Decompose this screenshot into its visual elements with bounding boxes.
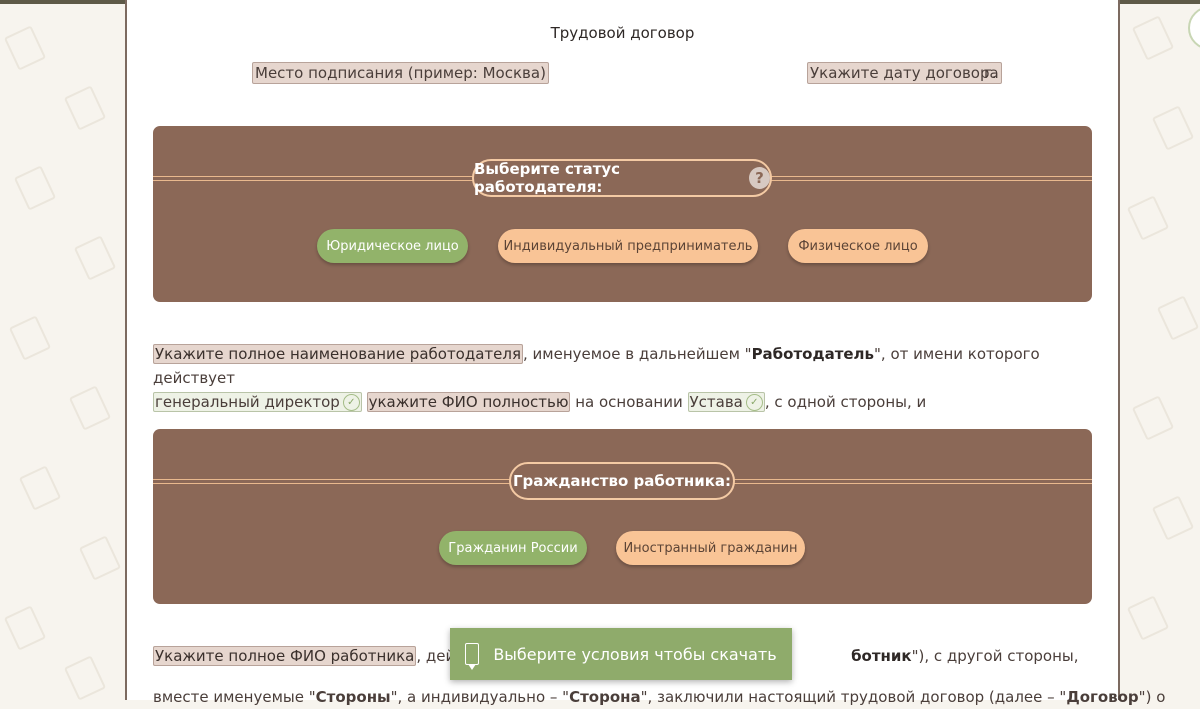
parties-text-4: ") о [1138, 688, 1166, 706]
check-icon: ✓ [745, 394, 763, 411]
parties-paragraph: вместе именуемые "Стороны", а индивидуал… [153, 685, 1165, 709]
contract-date-field[interactable]: Укажите дату договора [807, 62, 1002, 84]
check-icon: ✓ [342, 394, 360, 411]
date-suffix: г. [984, 64, 997, 82]
position-field-text: генеральный директор [155, 393, 340, 411]
basis-field-text: Устава [689, 393, 743, 411]
download-button[interactable]: Выберите условия чтобы скачать [450, 628, 792, 680]
worker-word: ботник [851, 647, 912, 665]
employer-text-4: , с одной стороны, и [764, 393, 927, 411]
director-fio-field[interactable]: укажите ФИО полностью [366, 392, 571, 412]
option-russian-citizen[interactable]: Гражданин России [439, 531, 587, 565]
download-icon [465, 643, 480, 670]
parties-text-2: ", а индивидуально – " [390, 688, 570, 706]
employer-name-field[interactable]: Укажите полное наименование работодателя [153, 344, 523, 364]
employer-paragraph: Укажите полное наименование работодателя… [153, 342, 1092, 414]
employer-paragraph-line-2: генеральный директор✓ укажите ФИО полнос… [153, 390, 1092, 414]
signing-place-field[interactable]: Место подписания (пример: Москва) [252, 62, 549, 84]
help-icon[interactable]: ? [749, 167, 770, 189]
citizenship-label: Гражданство работника: [509, 462, 735, 500]
employer-line-1-left: Укажите полное наименование работодателя… [153, 342, 1092, 390]
parties-text-3: ", заключили настоящий трудовой договор … [640, 688, 1067, 706]
employer-status-label-text: Выберите статус работодателя: [474, 160, 621, 196]
document-title: Трудовой договор [550, 24, 695, 42]
employer-word: Работодатель [751, 345, 875, 363]
employer-status-panel: Выберите статус работодателя: ? Юридичес… [153, 126, 1092, 302]
download-label: Выберите условия чтобы скачать [493, 644, 777, 664]
employer-status-label: Выберите статус работодателя: ? [472, 159, 772, 197]
employer-text-2: ", от имени которого действует [153, 345, 1040, 387]
option-foreign-citizen[interactable]: Иностранный гражданин [616, 531, 805, 565]
basis-field[interactable]: Устава✓ [687, 392, 765, 412]
option-individual-person[interactable]: Физическое лицо [788, 229, 928, 263]
employer-paragraph-line-1: Укажите полное наименование работодателя… [153, 342, 1092, 390]
document-paper: Трудовой договор Место подписания (приме… [125, 0, 1165, 706]
worker-text-2: "), с другой стороны, [911, 647, 1079, 665]
contract-word: Договор [1066, 688, 1139, 706]
parties-text-1: вместе именуемые " [153, 688, 316, 706]
citizenship-panel: Гражданство работника: Гражданин России … [153, 429, 1092, 604]
option-legal-entity[interactable]: Юридическое лицо [317, 229, 468, 263]
party-word: Сторона [569, 688, 641, 706]
option-individual-entrepreneur[interactable]: Индивидуальный предприниматель [498, 229, 758, 263]
employer-text-3: на основании [570, 393, 688, 411]
background-pattern-left [0, 0, 126, 700]
background-pattern-right [1118, 0, 1200, 700]
worker-fio-field[interactable]: Укажите полное ФИО работника [153, 646, 417, 666]
parties-word: Стороны [315, 688, 391, 706]
employer-text-1: , именуемое в дальнейшем " [523, 345, 752, 363]
position-field[interactable]: генеральный директор✓ [153, 392, 362, 412]
